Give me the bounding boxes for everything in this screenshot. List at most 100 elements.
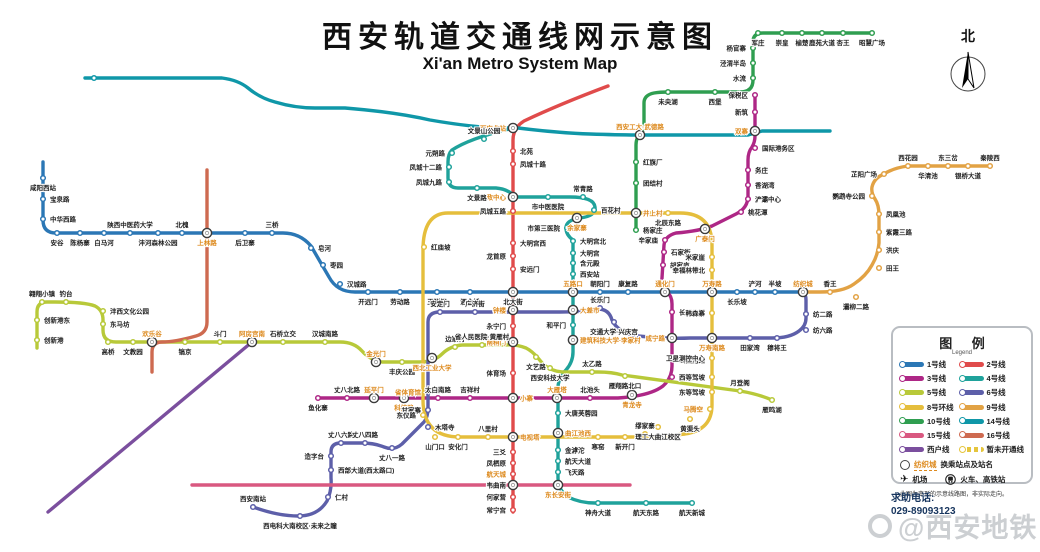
station-dot [62,298,70,306]
station-dot [473,184,481,192]
station-dot-inner [371,395,377,401]
station-label: 长乐坡 [727,297,747,306]
station-label: 高桥 [102,347,116,356]
station-label: 鹿苑大道 [809,38,836,47]
station-dot [509,459,517,467]
legend-line-swatch [958,403,984,411]
station-dot [433,288,441,296]
station-label: 金滹沱 [564,446,585,455]
station-label: 木塔寺 [434,423,455,432]
station-dot [579,193,587,201]
station-label: 务庄 [755,166,769,175]
station-dot-inner [570,289,576,295]
station-dot-inner [752,128,758,134]
station-label: 五路口 [563,279,583,288]
station-dot [839,29,847,37]
station-dot-inner [510,482,516,488]
station-label: 陕西中医药大学 [107,220,153,229]
station-dot [445,163,453,171]
station-label: 文景路 [466,193,487,202]
station-label: 翱翔小镇 [29,289,56,298]
station-dot [563,224,571,232]
station-label: 沣西文化公园 [110,307,150,316]
station-label: 韦曲南 [487,481,507,490]
line-西户-path [46,340,254,514]
station-dot [361,439,369,447]
compass-needle-icon [950,51,986,92]
station-dot [216,338,224,346]
station-dot [319,261,327,269]
station-label: 沣河森林公园 [139,238,179,247]
station-label: 航天新城 [679,508,706,517]
station-dot [296,512,304,520]
station-dot [509,470,517,478]
station-dot [654,423,662,431]
station-dot-inner [709,289,715,295]
station-label: 建筑科技大学·李家村 [579,336,641,345]
station-label: 西电科大南校区·未来之瞳 [263,521,337,530]
station-label: 西部大道(西太路口) [338,466,394,475]
station-dot [546,364,554,372]
station-label: 凤凰池 [886,210,906,219]
legend-line-swatch [899,417,924,425]
station-label: 石家街 [670,248,691,257]
station-label: 三爻 [493,448,507,457]
station-dot [751,91,759,99]
station-dot-inner [510,125,516,131]
station-dot [509,493,517,501]
station-label: 省人民医院·黄雁村 [454,332,510,341]
station-dot [802,310,810,318]
station-label: 仁村 [335,493,349,502]
station-label: 文艺路 [525,362,546,371]
station-dot [424,423,432,431]
station-label: 文景山公园 [467,126,501,135]
station-dot [38,298,46,306]
station-label: 咸宁路 [646,334,666,343]
station-label: 三桥 [266,220,280,229]
station-label: 西安科技大学 [531,373,571,382]
station-dot [398,358,406,366]
legend-line-swatch [958,388,984,396]
station-label: 大唐芙蓉园 [565,409,598,418]
station-label: 北大街 [503,297,523,306]
station-dot [33,316,41,324]
legend-line-swatch [958,445,984,453]
line-14-path [83,76,832,137]
station-dot [737,208,745,216]
station-label: 崇皇 [776,38,790,47]
station-label: 东马坊 [110,320,130,329]
station-dot [904,162,912,170]
station-dot [321,338,329,346]
station-label: 汉城路 [347,280,367,289]
legend-item-2号线: 2号线 [958,359,1025,370]
station-dot [875,228,883,236]
station-label: 神舟大道 [585,508,612,517]
station-dot-inner [510,289,516,295]
line-2-path [511,84,610,514]
legend-airport-label: 机场 [912,475,928,485]
station-label: 航天大道 [565,457,592,466]
station-label: 秦陵西 [979,153,1000,162]
legend-item-4号线: 4号线 [958,373,1025,384]
station-dot [327,452,335,460]
station-label: 元朔路 [426,149,446,158]
station-label: 皂河 [318,244,332,253]
station-label: 丈八一路 [379,453,406,462]
station-dot [431,433,439,441]
station-dot [343,394,351,402]
legend-line-swatch [899,388,924,396]
station-label: 井上村 [643,209,663,218]
station-label: 宝泉路 [50,195,70,204]
station-dot [424,388,432,396]
station-label: 丰庆公园 [389,367,416,376]
station-label: 永宁门 [486,322,507,331]
station-dot-inner [570,307,576,313]
station-dot [509,322,517,330]
legend-line-label: 16号线 [986,430,1010,440]
station-dot [880,170,888,178]
station-label: 白马河 [94,238,114,247]
station-dot [324,493,332,501]
line-5-path [35,300,774,402]
station-label: 新开门 [615,442,635,451]
